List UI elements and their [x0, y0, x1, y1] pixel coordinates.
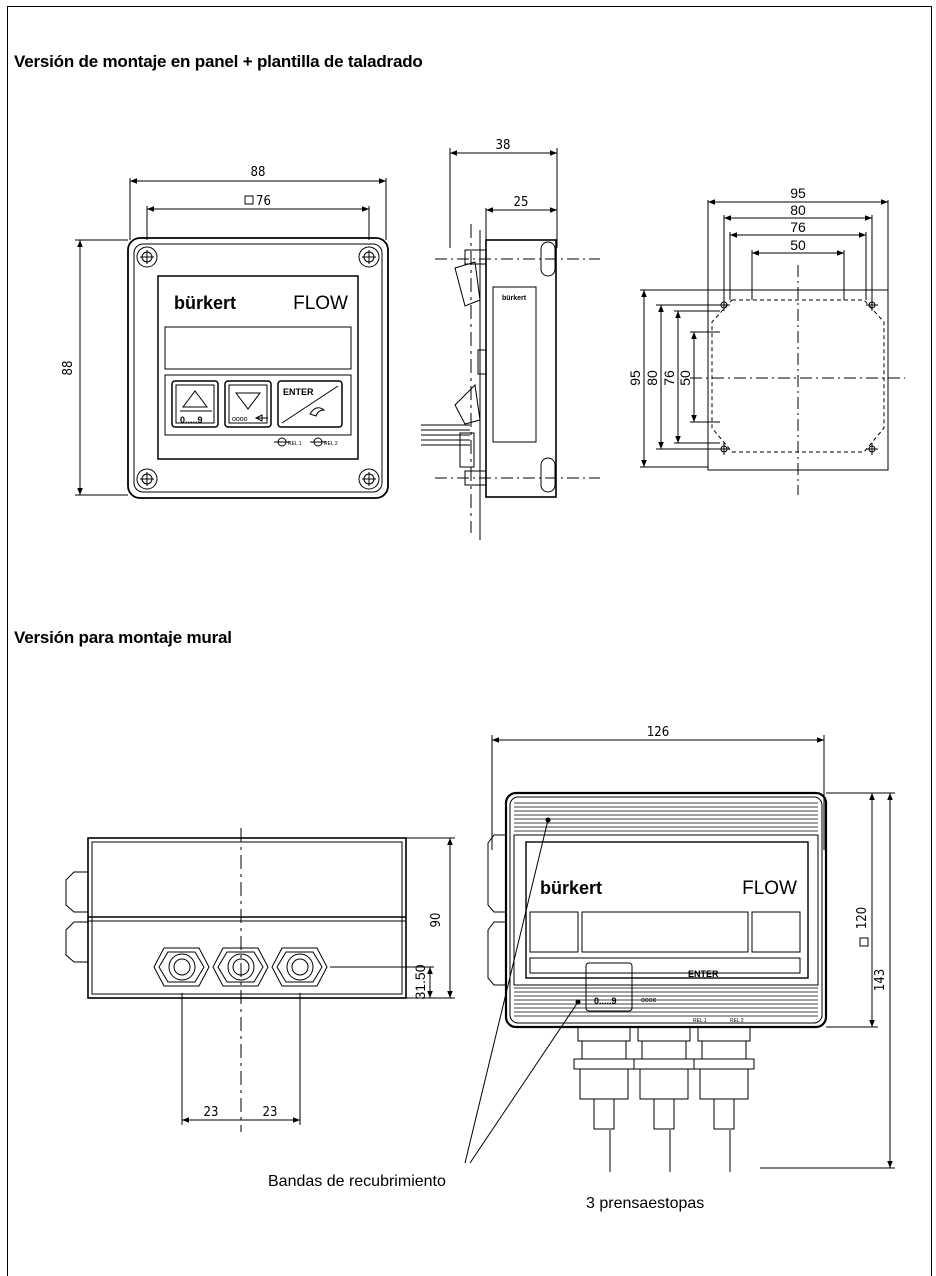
cable-glands-callout: 3 prensaestopas — [586, 1195, 704, 1212]
wall-rel1-label: REL 1 — [693, 1018, 707, 1024]
panel-side-labels: 38 25 bürkert — [496, 138, 529, 302]
flow-label: FLOW — [293, 293, 348, 314]
panel-side-view — [421, 148, 600, 540]
key-down-label: oooo — [232, 416, 248, 423]
side-brand-logo: bürkert — [502, 295, 527, 302]
wall-spacing-dim-1: 23 — [204, 1105, 219, 1120]
drill-h-dim-95: 95 — [790, 185, 806, 201]
wall-width-dim: 126 — [647, 725, 669, 740]
cover-strips-callout: Bandas de recubrimiento — [268, 1173, 446, 1190]
drill-h-dim-80: 80 — [790, 202, 806, 218]
cable-gland-icon — [212, 947, 269, 987]
panel-front-labels: 88 76 88 bürkert FLOW 0.....9 oooo ENTER… — [61, 165, 348, 447]
drill-v-dim-50: 50 — [677, 370, 693, 386]
wall-brand-logo: bürkert — [540, 878, 602, 898]
wall-gland-height-dim: 31.50 — [412, 964, 428, 999]
drill-v-dim-76: 76 — [661, 370, 677, 386]
cable-gland-icon — [271, 947, 328, 987]
panel-width-dim: 88 — [251, 165, 266, 180]
mounting-screw-icon — [136, 246, 158, 268]
wall-height-143-dim: 143 — [873, 969, 888, 991]
square-symbol-icon — [859, 937, 869, 947]
cable-gland-icon — [153, 947, 210, 987]
mounting-screw-icon — [136, 468, 158, 490]
key-enter-label: ENTER — [283, 387, 314, 397]
side-body-dim: 25 — [514, 195, 529, 210]
mounting-screw-icon — [358, 246, 380, 268]
drill-h-dim-76: 76 — [790, 219, 806, 235]
mounting-screw-icon — [358, 468, 380, 490]
wall-key-up-label: 0.....9 — [594, 996, 617, 1006]
drill-v-dim-80: 80 — [644, 370, 660, 386]
rel2-label: REL 2 — [324, 441, 338, 447]
key-up-label: 0.....9 — [180, 415, 203, 425]
page-frame — [7, 6, 932, 1276]
wall-height-dim: 90 — [429, 913, 444, 928]
panel-square-dim: 76 — [256, 194, 271, 209]
wall-front-labels: 126 120 143 bürkert FLOW 0.....9 oooo EN… — [268, 725, 888, 1212]
wall-side-labels: 90 31.50 23 23 — [204, 913, 444, 1120]
side-depth-dim: 38 — [496, 138, 511, 153]
panel-section-title: Versión de montaje en panel + plantilla … — [14, 52, 423, 71]
wall-front-view — [464, 735, 895, 1172]
wall-rel2-label: REL 2 — [730, 1018, 744, 1024]
drill-template-labels: 95 80 76 50 95 80 76 50 — [627, 185, 806, 386]
panel-front-view — [75, 178, 389, 499]
drill-hole-icon — [866, 443, 878, 455]
bottom-gland-icon — [573, 1026, 635, 1130]
wall-key-enter-label: ENTER — [688, 969, 719, 979]
panel-height-dim: 88 — [61, 361, 76, 376]
bottom-gland-icon — [693, 1026, 755, 1130]
wall-square-dim: 120 — [855, 907, 870, 929]
wall-spacing-dim-2: 23 — [263, 1105, 278, 1120]
rel1-label: REL 1 — [288, 441, 302, 447]
brand-logo: bürkert — [174, 293, 236, 313]
bottom-gland-icon — [633, 1026, 695, 1130]
wall-flow-label: FLOW — [742, 878, 797, 899]
drill-v-dim-95: 95 — [627, 370, 643, 386]
drill-template — [640, 199, 905, 495]
wall-side-view — [65, 828, 455, 1132]
wall-section-title: Versión para montaje mural — [14, 628, 232, 647]
wall-key-down-label: oooo — [641, 997, 657, 1004]
drill-h-dim-50: 50 — [790, 237, 806, 253]
drill-hole-icon — [866, 299, 878, 311]
square-symbol-icon — [244, 195, 254, 205]
